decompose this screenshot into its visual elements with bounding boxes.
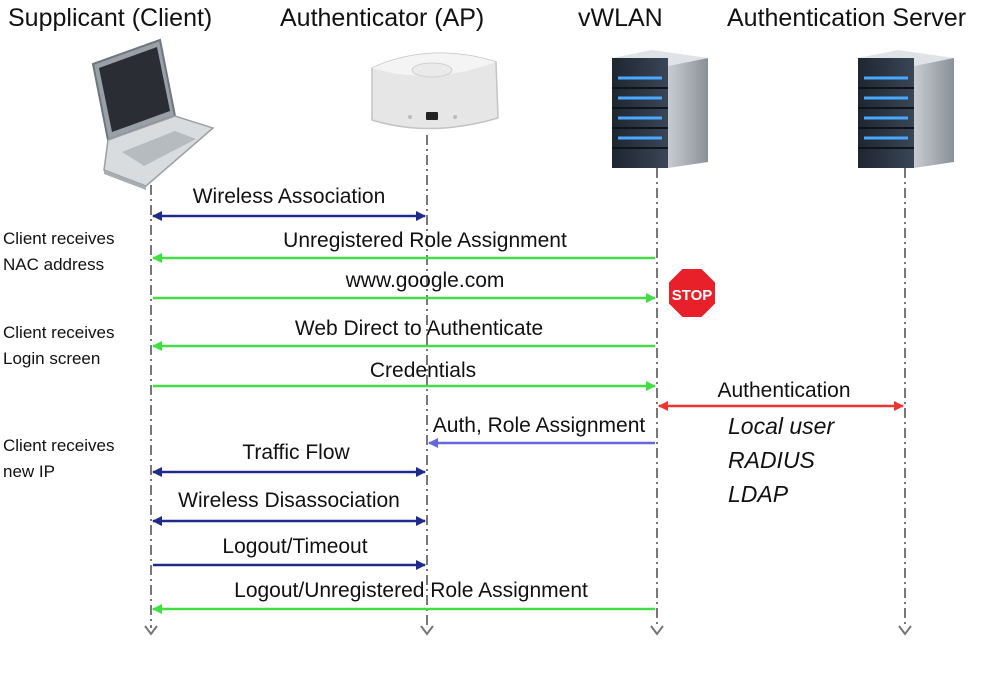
auth-method-radius: RADIUS [728, 447, 815, 473]
label-traffic-flow: Traffic Flow [242, 441, 350, 464]
auth-method-local-user: Local user [728, 413, 835, 439]
server-icon-vwlan [612, 50, 708, 168]
note-nac-line-1: Client receives [3, 229, 115, 248]
stop-sign-label: STOP [672, 287, 713, 304]
lifelines [150, 135, 906, 628]
note-new-ip: Client receives new IP [3, 433, 115, 485]
label-logout-timeout: Logout/Timeout [222, 535, 368, 558]
note-nac-line-2: NAC address [3, 255, 105, 274]
label-credentials: Credentials [369, 359, 477, 382]
label-web-direct: Web Direct to Authenticate [294, 317, 544, 340]
label-auth-role-assignment: Auth, Role Assignment [432, 414, 646, 437]
note-login-line-1: Client receives [3, 323, 115, 342]
note-nac-address: Client receives NAC address [3, 226, 115, 278]
lifeline-ends [144, 625, 912, 636]
stop-sign-icon: STOP [667, 267, 717, 319]
header-vwlan: vWLAN [578, 4, 663, 32]
header-client: Supplicant (Client) [8, 4, 213, 32]
label-wireless-disassociation: Wireless Disassociation [178, 489, 400, 512]
label-wireless-association: Wireless Association [192, 185, 386, 208]
label-unregistered-role: Unregistered Role Assignment [283, 229, 567, 252]
note-newip-line-1: Client receives [3, 436, 115, 455]
header-authenticator: Authenticator (AP) [280, 4, 485, 32]
header-auth-server: Authentication Server [727, 4, 967, 32]
note-login-screen: Client receives Login screen [3, 320, 115, 372]
label-logout-unregistered: Logout/Unregistered Role Assignment [234, 579, 588, 602]
auth-method-ldap: LDAP [728, 481, 789, 507]
server-icon-auth [858, 50, 954, 168]
label-authentication: Authentication [717, 379, 851, 402]
label-google: www.google.com [345, 269, 505, 292]
note-newip-line-2: new IP [3, 462, 55, 481]
access-point-icon [371, 52, 499, 130]
laptop-icon [91, 38, 215, 190]
note-login-line-2: Login screen [3, 349, 101, 368]
